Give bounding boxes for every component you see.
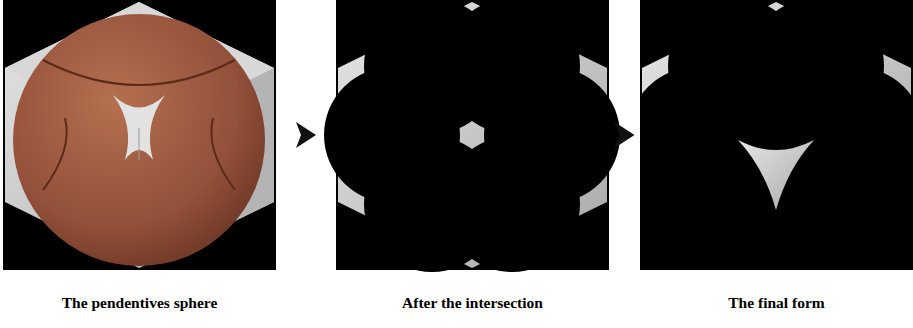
- intersection-panel: [324, 0, 620, 272]
- chevron-arrow: [278, 122, 334, 148]
- panel-caption: The final form: [640, 294, 913, 312]
- panel-node: The pendentives sphere: [3, 0, 276, 312]
- final-form-panel: [628, 0, 913, 270]
- chevron-arrow: [611, 122, 638, 148]
- panel-node: After the intersection: [336, 0, 609, 312]
- sphere-panel: [3, 0, 276, 270]
- panel-caption: After the intersection: [336, 294, 609, 312]
- panel-caption: The pendentives sphere: [3, 294, 276, 312]
- panel-node: The final form: [640, 0, 913, 312]
